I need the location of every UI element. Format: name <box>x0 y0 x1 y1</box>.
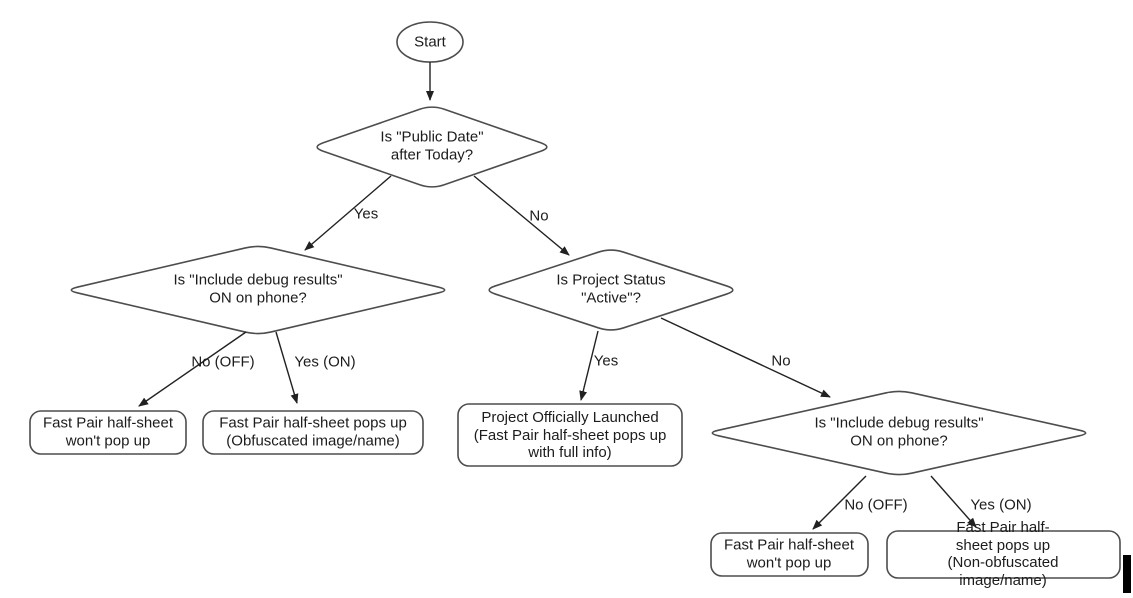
decision-project-status-label: Is Project Status "Active"? <box>556 271 666 307</box>
decision-debug-right-shape <box>711 390 1087 476</box>
result-obfuscated-label: Fast Pair half-sheet pops up (Obfuscated… <box>219 414 407 450</box>
edge-label-status-yes: Yes <box>593 352 619 370</box>
edge-debug-left-no-off <box>138 331 247 407</box>
edge-status-no <box>660 317 831 398</box>
text-cursor[interactable] <box>1123 555 1131 593</box>
decision-debug-right-label: Is "Include debug results" ON on phone? <box>814 414 984 450</box>
decision-public-date-label: Is "Public Date" after Today? <box>380 128 484 164</box>
start-node-label: Start <box>414 33 446 51</box>
edge-status-yes <box>579 330 599 401</box>
result-no-popup-right-label: Fast Pair half-sheet won't pop up <box>723 536 855 572</box>
edge-public-date-no <box>473 175 570 256</box>
edge-label-public-date-no: No <box>529 207 549 225</box>
edge-debug-left-yes-on <box>275 331 299 404</box>
edge-label-public-date-yes: Yes <box>353 205 379 223</box>
result-launched-shape <box>457 403 683 467</box>
edge-label-debug-left-no-off: No (OFF) <box>191 353 255 371</box>
result-no-popup-left-label: Fast Pair half-sheet won't pop up <box>42 414 174 450</box>
edge-label-debug-right-yes-on: Yes (ON) <box>970 496 1032 514</box>
decision-project-status-shape <box>488 249 734 331</box>
result-launched-label: Project Officially Launched (Fast Pair h… <box>473 408 667 461</box>
edge-public-date-yes <box>304 175 392 251</box>
edge-debug-right-yes-on <box>930 475 977 528</box>
decision-debug-left-label: Is "Include debug results" ON on phone? <box>173 271 343 307</box>
result-non-obfuscated-shape <box>886 530 1121 579</box>
result-non-obfuscated-label: Fast Pair half-sheet pops up (Non-obfusc… <box>947 519 1059 589</box>
decision-public-date-shape <box>316 106 548 188</box>
result-obfuscated-shape <box>202 410 424 455</box>
result-no-popup-left-shape <box>29 410 187 455</box>
result-no-popup-right-shape <box>710 532 869 577</box>
edge-label-status-no: No <box>771 352 791 370</box>
edge-label-debug-right-no-off: No (OFF) <box>844 496 908 514</box>
edge-label-debug-left-yes-on: Yes (ON) <box>294 353 356 371</box>
edge-debug-right-no-off <box>812 475 867 530</box>
